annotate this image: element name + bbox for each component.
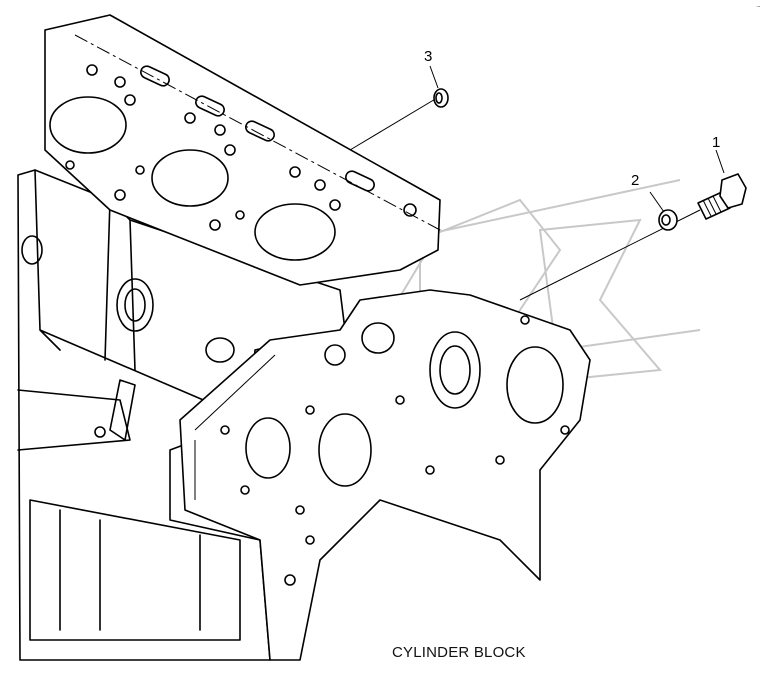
svg-text:·-: ·- <box>756 4 760 10</box>
part-3-ring <box>433 88 449 108</box>
part-1-bolt <box>697 173 747 220</box>
cylinder-block <box>17 169 346 661</box>
callout-part-3: 3 <box>424 48 433 65</box>
leader-lines <box>349 65 725 301</box>
callout-part-2: 2 <box>631 172 640 189</box>
head-gasket <box>44 14 441 286</box>
part-2-washer <box>658 209 678 231</box>
diagram-caption: CYLINDER BLOCK <box>392 644 526 661</box>
front-plate <box>179 289 591 661</box>
callout-part-1: 1 <box>712 134 721 151</box>
